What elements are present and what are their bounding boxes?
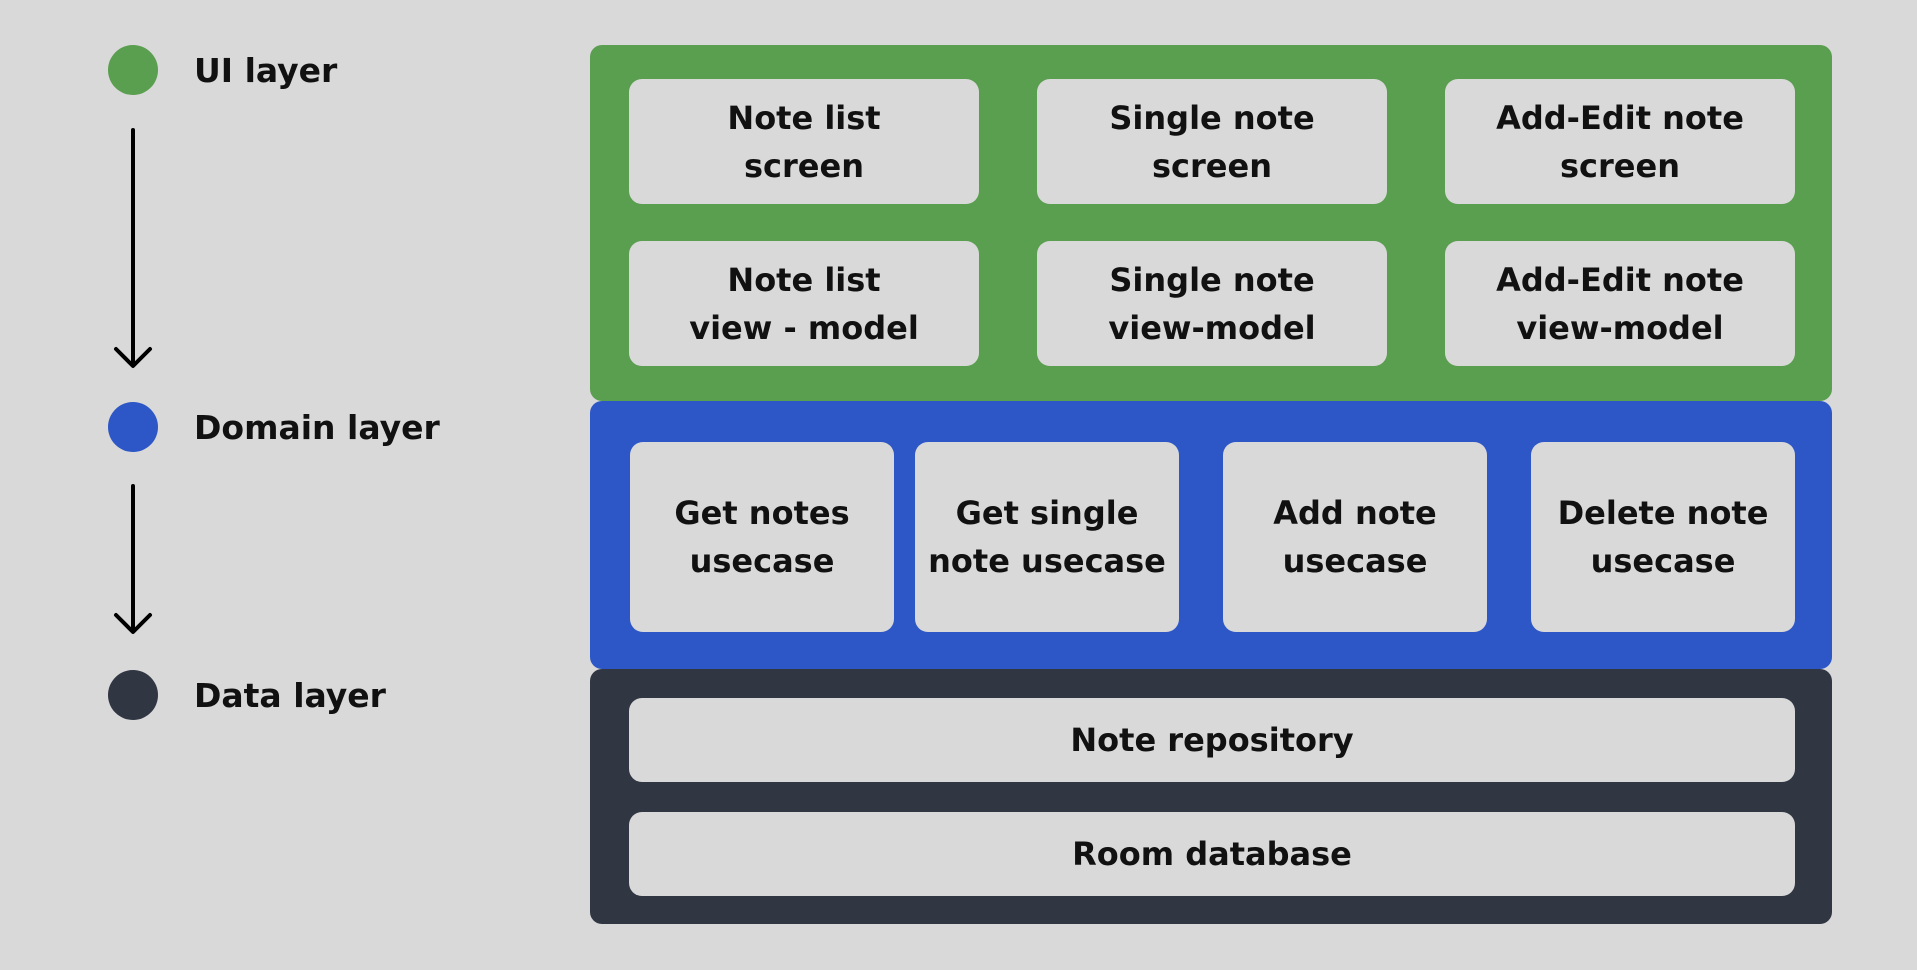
- arrow-ui-to-domain: [114, 128, 152, 368]
- delete-note-usecase-box: Delete note usecase: [1531, 442, 1795, 632]
- data-layer-panel: Note repository Room database: [590, 669, 1832, 924]
- get-notes-usecase-box: Get notes usecase: [630, 442, 894, 632]
- add-note-usecase-box: Add note usecase: [1223, 442, 1487, 632]
- ui-layer-panel: Note list screen Single note screen Add-…: [590, 45, 1832, 401]
- note-list-view-model-box: Note list view - model: [629, 241, 979, 366]
- ui-layer-dot: [108, 45, 158, 95]
- get-single-note-usecase-box: Get single note usecase: [915, 442, 1179, 632]
- add-edit-note-screen-box: Add-Edit note screen: [1445, 79, 1795, 204]
- layer-flow-arrows: [114, 128, 152, 634]
- ui-layer-label: UI layer: [194, 51, 338, 90]
- arrow-domain-to-data: [114, 484, 152, 634]
- domain-layer-label: Domain layer: [194, 408, 440, 447]
- note-repository-box: Note repository: [629, 698, 1795, 782]
- domain-layer-panel: Get notes usecase Get single note usecas…: [590, 401, 1832, 669]
- room-database-box: Room database: [629, 812, 1795, 896]
- single-note-screen-box: Single note screen: [1037, 79, 1387, 204]
- data-layer-label: Data layer: [194, 676, 386, 715]
- single-note-view-model-box: Single note view-model: [1037, 241, 1387, 366]
- add-edit-note-view-model-box: Add-Edit note view-model: [1445, 241, 1795, 366]
- data-layer-dot: [108, 670, 158, 720]
- domain-layer-dot: [108, 402, 158, 452]
- note-list-screen-box: Note list screen: [629, 79, 979, 204]
